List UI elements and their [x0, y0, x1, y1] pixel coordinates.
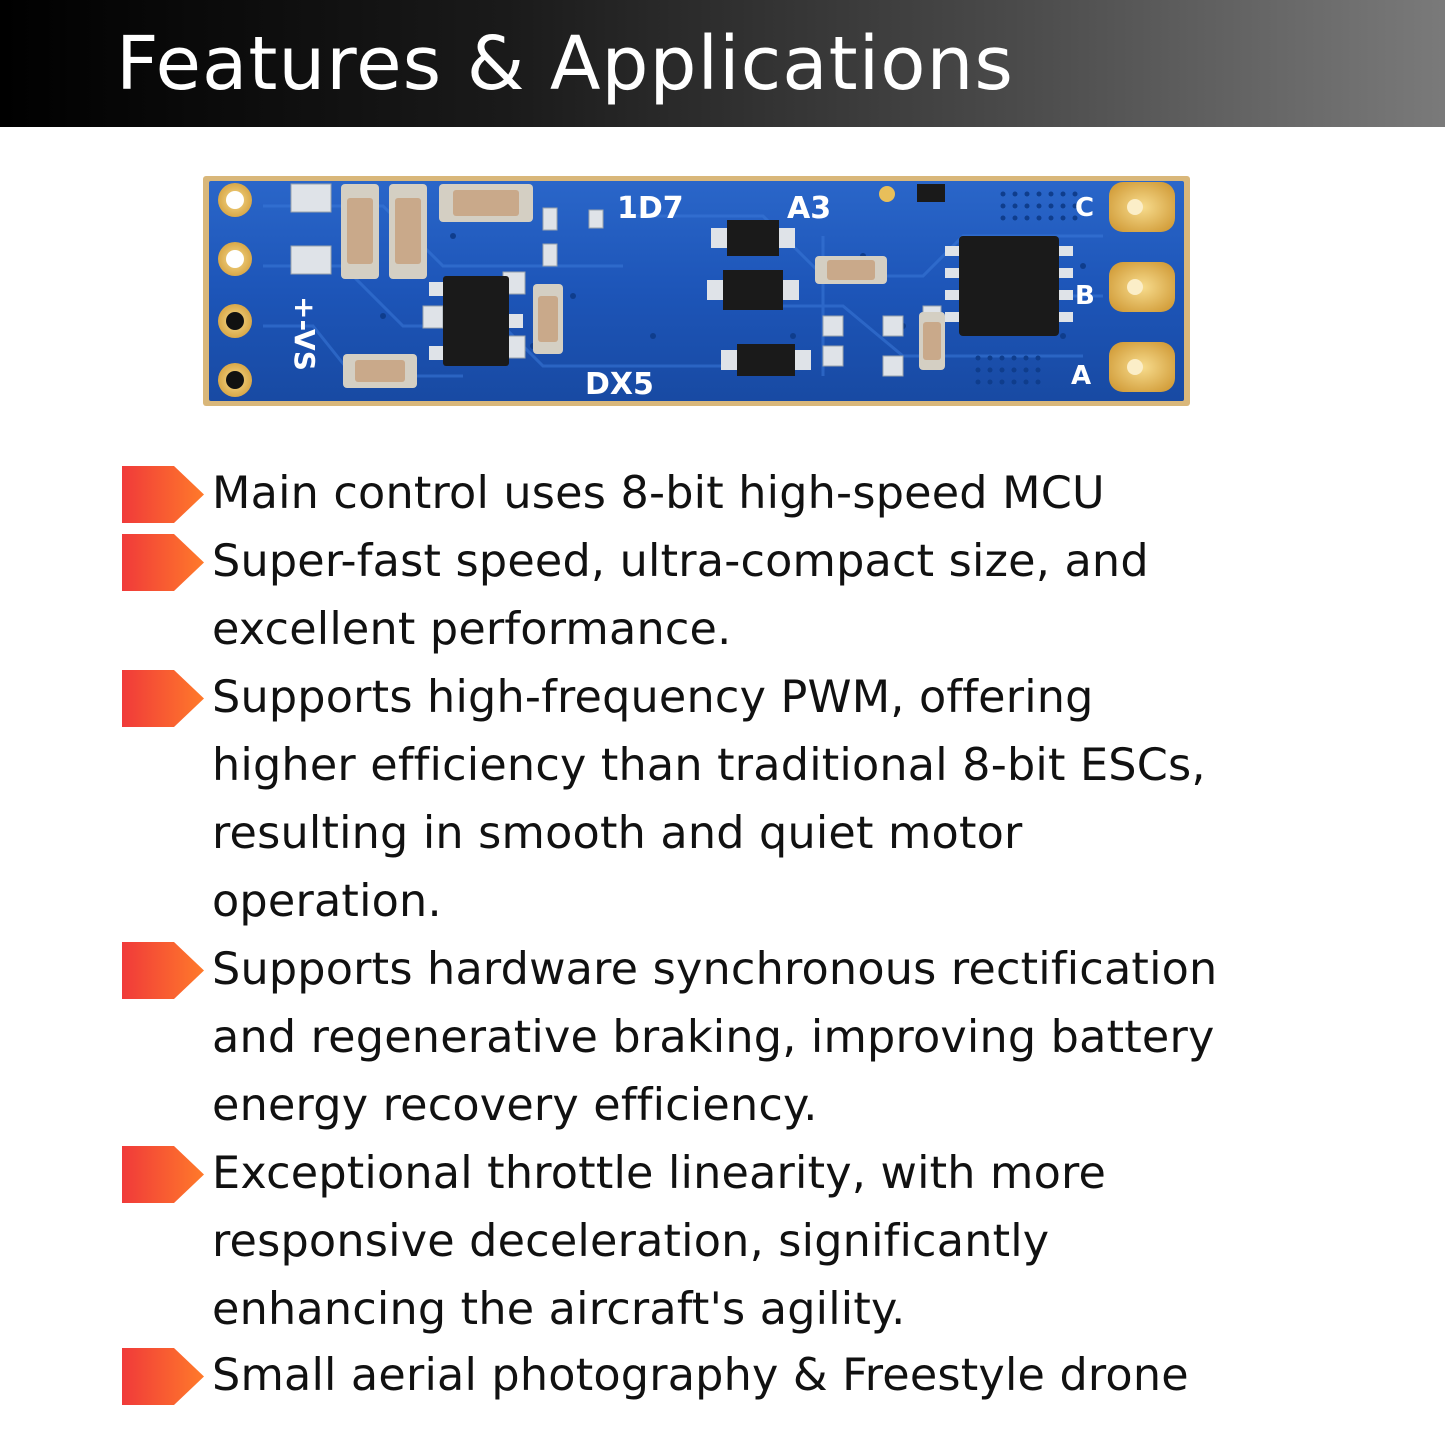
esc-board-illustration: 1D7 A3 DX5 C B A +-VS: [203, 176, 1190, 406]
via-array-bottom: [975, 355, 1041, 385]
header-banner: Features & Applications: [0, 0, 1445, 127]
arrow-bullet-icon: [122, 942, 204, 999]
silk-a: A: [1071, 361, 1091, 391]
feature-text: Super-fast speed, ultra-compact size, an…: [212, 536, 1149, 655]
feature-text: Small aerial photography & Freestyle dro…: [212, 1350, 1189, 1401]
feature-text: Main control uses 8-bit high-speed MCU: [212, 468, 1105, 519]
arrow-bullet-icon: [122, 1146, 204, 1203]
capacitors: [341, 184, 945, 388]
silk-c: C: [1075, 193, 1094, 223]
arrow-bullet-icon: [122, 1348, 204, 1405]
page-title: Features & Applications: [116, 21, 1014, 107]
ic-chips: [443, 184, 1059, 376]
arrow-bullet-icon: [122, 670, 204, 727]
silk-a3: A3: [787, 191, 831, 226]
ic-leads: [429, 228, 1073, 370]
silkscreen-labels: 1D7 A3 DX5 C B A +-VS: [288, 191, 1095, 402]
via-array-top: [1000, 191, 1078, 221]
motor-solder-pads: [1109, 182, 1175, 392]
feature-text: Supports hardware synchronous rectificat…: [212, 944, 1218, 1131]
arrow-bullet-icon: [122, 534, 204, 591]
feature-text: Exceptional throttle linearity, with mor…: [212, 1148, 1107, 1335]
test-point: [879, 186, 895, 202]
silk-1d7: 1D7: [617, 191, 684, 226]
silk-vs: +-VS: [288, 296, 321, 371]
silk-b: B: [1075, 281, 1095, 311]
silk-dd5: DX5: [585, 367, 654, 402]
arrow-bullet-icon: [122, 466, 204, 523]
left-solder-pads: [218, 183, 252, 397]
product-image-esc-board: 1D7 A3 DX5 C B A +-VS: [203, 176, 1190, 406]
